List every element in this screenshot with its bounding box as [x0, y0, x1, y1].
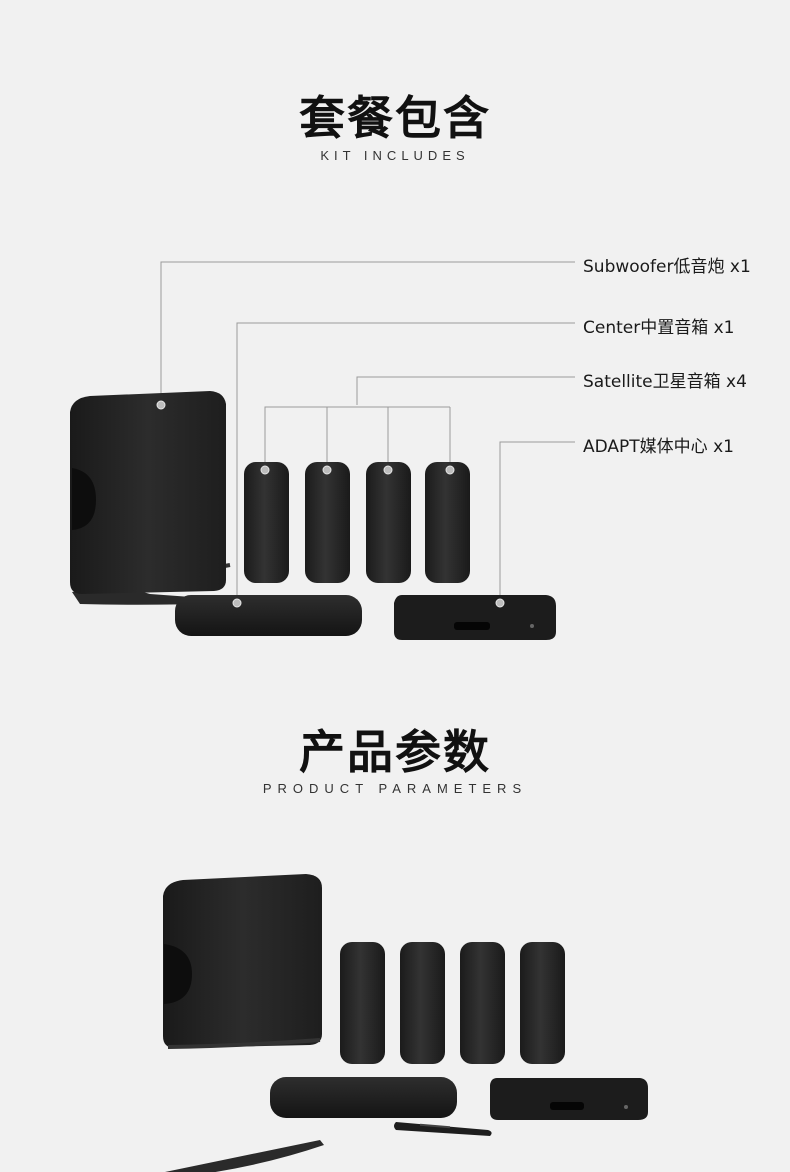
section-title-kit: 套餐包含 — [299, 91, 491, 145]
kit-product-illustration — [70, 261, 575, 640]
satellite-speakers-image-2 — [340, 942, 565, 1064]
callout-label-center: Center中置音箱 x1 — [583, 318, 735, 338]
params-product-illustration — [163, 874, 648, 1172]
callout-line-satellite — [356, 376, 575, 405]
adapt-media-hub-image — [394, 595, 556, 640]
remote-control-image — [394, 1122, 492, 1136]
callout-label-satellite: Satellite卫星音箱 x4 — [583, 372, 747, 392]
section-subtitle-params: PRODUCT PARAMETERS — [262, 781, 528, 796]
satellite-speakers-image — [244, 462, 470, 583]
callout-label-subwoofer: Subwoofer低音炮 x1 — [583, 257, 751, 277]
section-title-params: 产品参数 — [299, 725, 491, 779]
center-speaker-image — [175, 595, 362, 636]
subwoofer-image-2 — [163, 874, 324, 1172]
callout-label-adapt: ADAPT媒体中心 x1 — [583, 437, 734, 457]
callout-line-satellite-bracket — [264, 406, 450, 470]
center-speaker-image-2 — [270, 1077, 457, 1118]
callout-line-subwoofer — [160, 261, 575, 405]
callout-line-center — [236, 322, 575, 603]
section-subtitle-kit: KIT INCLUDES — [320, 148, 470, 163]
callout-line-adapt — [499, 441, 575, 603]
adapt-media-hub-image-2 — [490, 1078, 648, 1120]
callout-lines — [160, 261, 575, 603]
subwoofer-image — [70, 391, 232, 605]
